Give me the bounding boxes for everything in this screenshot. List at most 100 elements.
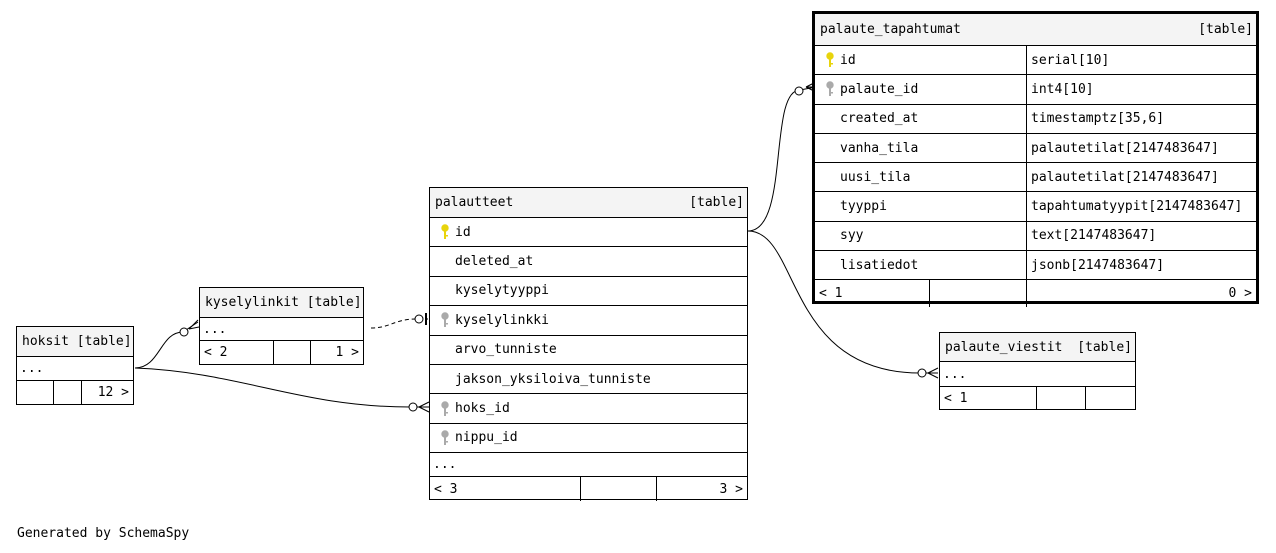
column-row[interactable]: lisatiedot jsonb[2147483647]	[815, 251, 1256, 281]
column-type: timestamptz[35,6]	[1026, 104, 1256, 133]
primary-key-icon	[820, 52, 840, 68]
column-row[interactable]: kyselytyyppi	[430, 277, 747, 307]
primary-key-icon	[435, 224, 455, 240]
footer-parents[interactable]: < 2	[204, 345, 228, 360]
column-row[interactable]: deleted_at	[430, 247, 747, 277]
column-name-cell: id	[815, 46, 1026, 74]
column-name: uusi_tila	[840, 169, 911, 185]
footer-children[interactable]: 0 >	[1026, 280, 1256, 308]
more-columns: ...	[430, 453, 747, 478]
optional-marker	[179, 327, 189, 337]
footer-children[interactable]: 1 >	[310, 341, 363, 364]
column-row[interactable]: kyselylinkki	[430, 306, 747, 336]
table-header: kyselylinkit [table]	[200, 288, 363, 318]
column-name: kyselytyyppi	[455, 283, 549, 299]
column-row[interactable]: hoks_id	[430, 394, 747, 424]
column-name-cell: kyselytyyppi	[430, 277, 747, 305]
column-name-cell: arvo_tunniste	[430, 336, 747, 364]
column-name: kyselylinkki	[455, 312, 549, 328]
column-name: palaute_id	[840, 81, 919, 97]
column-name-cell: tyyppi	[815, 192, 1026, 220]
column-row[interactable]: palaute_id int4[10]	[815, 75, 1256, 105]
crowfoot-marker	[418, 401, 430, 413]
column-type: serial[10]	[1026, 46, 1256, 75]
foreign-key-icon	[435, 400, 455, 417]
table-hoksit[interactable]: hoksit [table] ... 12 >	[16, 326, 134, 405]
column-name-cell: id	[430, 218, 747, 246]
column-name: nippu_id	[455, 430, 518, 446]
table-footer: < 1 0 >	[815, 280, 1256, 308]
more-columns: ...	[940, 362, 1135, 387]
table-footer: < 2 1 >	[200, 341, 363, 364]
column-name: created_at	[840, 111, 919, 127]
optional-marker	[794, 86, 804, 96]
column-type: text[2147483647]	[1026, 221, 1256, 251]
column-name-cell: nippu_id	[430, 424, 747, 452]
foreign-key-icon	[435, 430, 455, 446]
column-name: lisatiedot	[840, 257, 919, 273]
column-type: tapahtumatyypit[2147483647]	[1026, 192, 1256, 221]
column-type: int4[10]	[1026, 75, 1256, 104]
column-row[interactable]: nippu_id	[430, 424, 747, 454]
column-name: tyyppi	[840, 199, 887, 215]
foreign-key-icon	[820, 81, 840, 97]
footer-parents[interactable]: < 3	[434, 481, 458, 497]
column-row[interactable]: tyyppi tapahtumatyypit[2147483647]	[815, 192, 1256, 222]
table-footer: < 1	[940, 387, 1135, 409]
table-footer: 12 >	[17, 381, 133, 404]
column-row[interactable]: arvo_tunniste	[430, 336, 747, 365]
table-palaute-viestit[interactable]: palaute_viestit [table] ... < 1	[939, 332, 1136, 410]
table-footer: < 3 3 >	[430, 477, 747, 502]
more-columns: ...	[17, 357, 133, 381]
table-header: palaute_tapahtumat [table]	[815, 14, 1256, 46]
table-name: hoksit [table]	[22, 334, 132, 349]
column-name: arvo_tunniste	[455, 342, 557, 358]
column-name-cell: syy	[815, 222, 1026, 250]
column-name-cell: created_at	[815, 105, 1026, 133]
column-name-cell: deleted_at	[430, 247, 747, 275]
column-row[interactable]: jakson_yksiloiva_tunniste	[430, 365, 747, 395]
column-type: jsonb[2147483647]	[1026, 251, 1256, 280]
optional-marker	[414, 314, 424, 324]
column-name-cell: vanha_tila	[815, 134, 1026, 162]
column-name-cell: lisatiedot	[815, 251, 1026, 279]
column-row[interactable]: syy text[2147483647]	[815, 221, 1256, 252]
footer-parents[interactable]: < 1	[944, 390, 968, 406]
footer-children[interactable]: 12 >	[81, 381, 133, 404]
footer-spacer	[580, 477, 656, 502]
footer-spacer	[1036, 387, 1085, 409]
table-kyselylinkit[interactable]: kyselylinkit [table] ... < 2 1 >	[199, 287, 364, 365]
generated-by-label: Generated by SchemaSpy	[17, 526, 190, 541]
column-row[interactable]: created_at timestamptz[35,6]	[815, 104, 1256, 134]
column-name-cell: palaute_id	[815, 75, 1026, 103]
edge-hoksit-kyselylinkit	[134, 321, 199, 369]
footer-parents[interactable]: < 1	[819, 286, 843, 302]
table-tag: [table]	[1198, 22, 1253, 37]
table-name: palautteet	[435, 195, 514, 210]
table-name: kyselylinkit [table]	[205, 295, 362, 310]
footer-children[interactable]: 3 >	[656, 477, 747, 502]
column-name: syy	[840, 228, 864, 244]
table-name: palaute_viestit	[945, 339, 1063, 355]
edge-hoksit-palautteet	[134, 367, 428, 408]
column-name-cell: uusi_tila	[815, 163, 1026, 191]
crowfoot-marker	[188, 319, 200, 330]
footer-spacer	[53, 381, 81, 404]
edge-kyselylinkit-palautteet	[370, 318, 428, 329]
table-tag: [table]	[1077, 339, 1132, 355]
column-row[interactable]: id	[430, 218, 747, 248]
column-name-cell: jakson_yksiloiva_tunniste	[430, 365, 747, 393]
table-header: hoksit [table]	[17, 327, 133, 357]
table-name: palaute_tapahtumat	[820, 22, 961, 37]
column-type: palautetilat[2147483647]	[1026, 133, 1256, 163]
footer-spacer	[929, 280, 1026, 308]
column-name: deleted_at	[455, 254, 534, 270]
optional-marker	[917, 368, 927, 378]
crowfoot-marker	[927, 367, 939, 379]
footer-children	[1085, 387, 1135, 409]
